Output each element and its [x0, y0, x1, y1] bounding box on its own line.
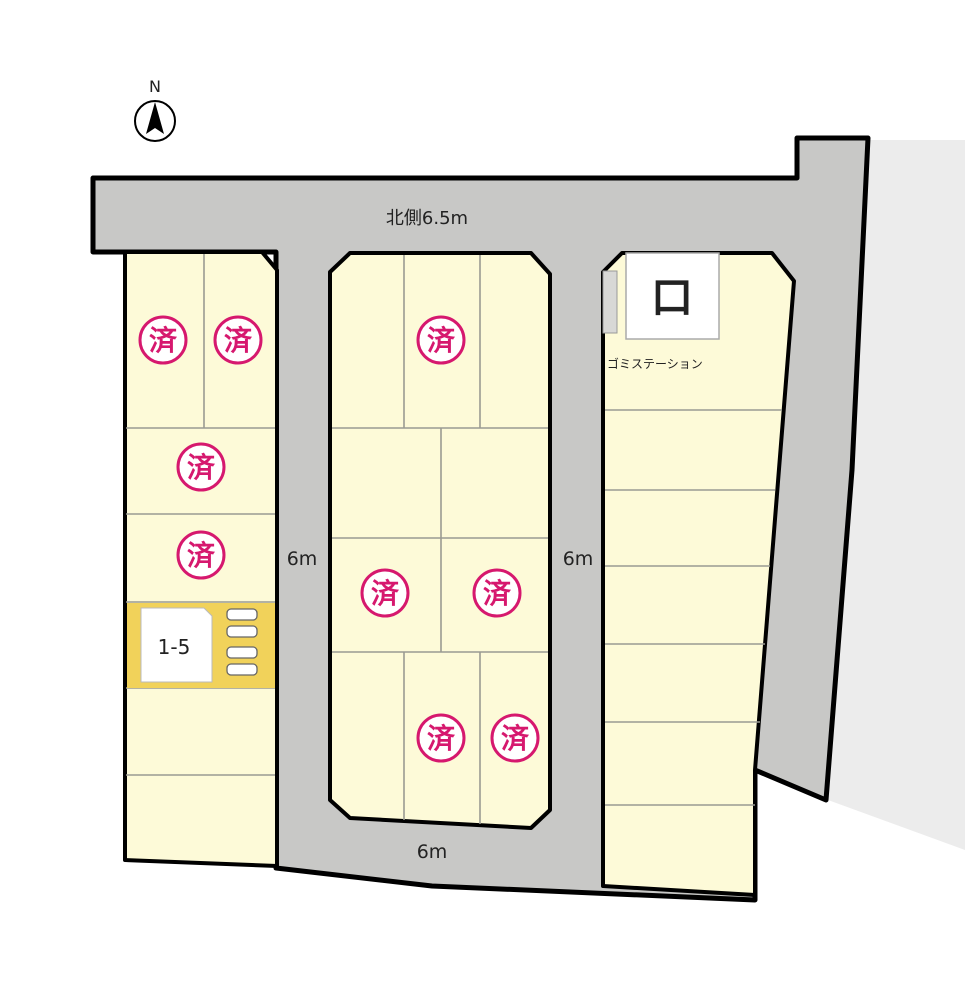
sold-mark: 済 — [416, 713, 466, 763]
sold-mark: 済 — [176, 442, 226, 492]
garbage-station-area — [602, 270, 618, 334]
road-south-width-label: 6m — [417, 841, 448, 863]
road-north-width-label: 北側6.5m — [386, 208, 468, 229]
sold-mark: 済 — [490, 713, 540, 763]
featured-lot-1-5[interactable]: 1-5 — [127, 603, 275, 688]
garbage-station-label: ゴミステーション — [607, 356, 703, 371]
map-shadow — [828, 140, 965, 850]
parking-car-icon — [226, 608, 258, 676]
svg-text:済: 済 — [427, 324, 456, 357]
svg-text:済: 済 — [187, 539, 216, 572]
road-east-width-label: 6m — [563, 548, 594, 570]
facility-symbol: 口 — [651, 273, 693, 322]
svg-text:済: 済 — [483, 577, 512, 610]
sold-mark: 済 — [176, 530, 226, 580]
block-east-outline — [601, 251, 796, 897]
sold-mark: 済 — [213, 315, 263, 365]
block-east: 口 ゴミステーション — [601, 251, 796, 897]
svg-text:済: 済 — [149, 324, 178, 357]
block-middle — [328, 251, 552, 830]
sold-mark: 済 — [138, 315, 188, 365]
svg-text:済: 済 — [427, 722, 456, 755]
svg-text:済: 済 — [371, 577, 400, 610]
svg-text:済: 済 — [224, 324, 253, 357]
north-arrow: N — [134, 77, 176, 142]
sold-mark: 済 — [472, 568, 522, 618]
block-middle-outline — [328, 251, 552, 830]
svg-text:済: 済 — [187, 451, 216, 484]
road-west-width-label: 6m — [287, 548, 318, 570]
lot-1-5-label: 1-5 — [158, 635, 191, 659]
svg-text:済: 済 — [501, 722, 530, 755]
house-footprint — [140, 607, 213, 683]
compass-north-label: N — [149, 77, 161, 96]
sold-mark: 済 — [416, 315, 466, 365]
compass-needle-icon — [146, 102, 164, 134]
sold-mark: 済 — [360, 568, 410, 618]
facility-building — [625, 252, 720, 340]
